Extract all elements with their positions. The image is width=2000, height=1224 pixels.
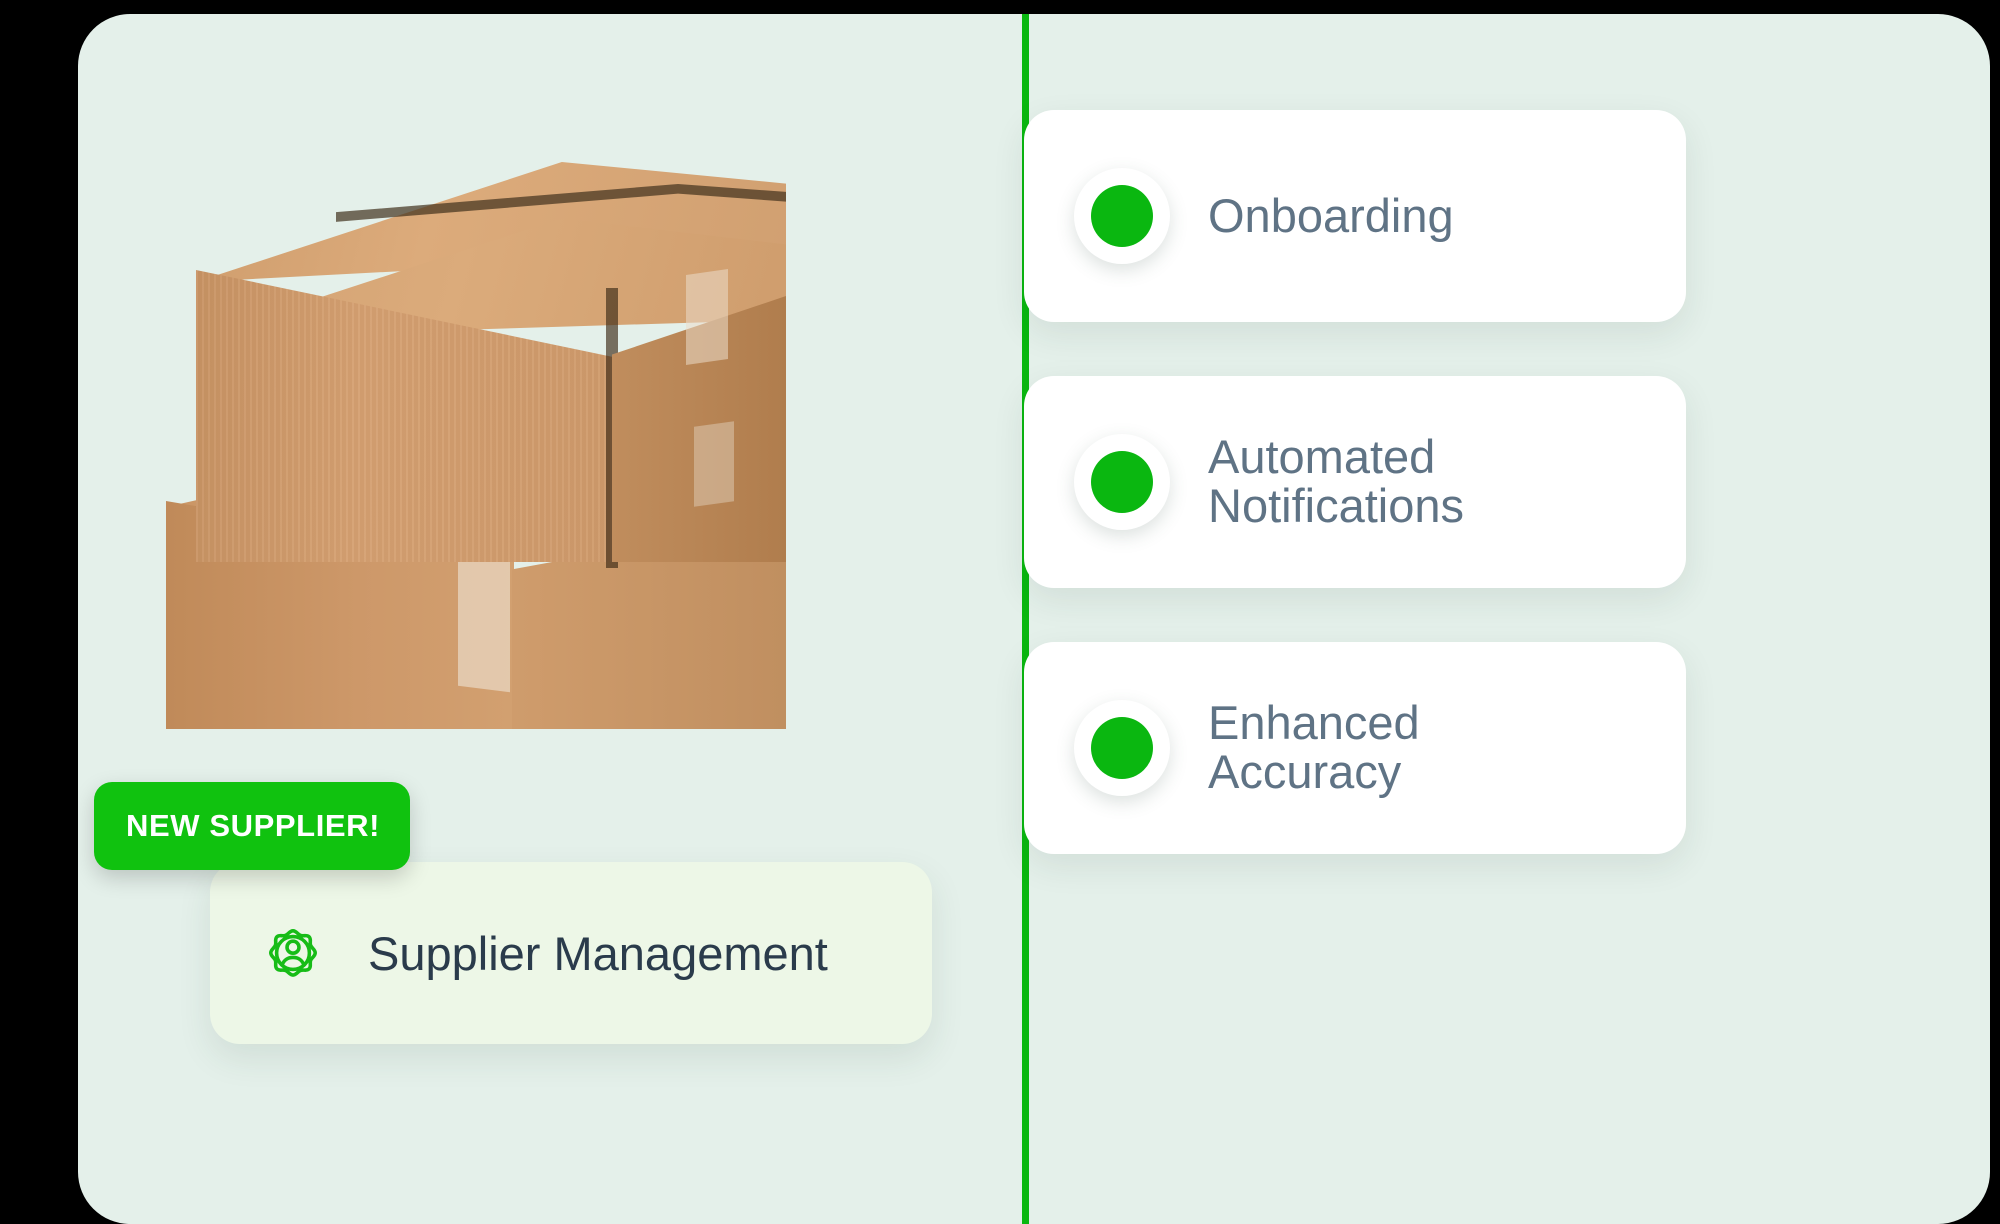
upper-carton bbox=[196, 162, 786, 568]
status-dot-fill bbox=[1091, 451, 1153, 513]
gear-user-icon bbox=[252, 912, 334, 994]
upper-carton-tape-bottom bbox=[694, 421, 734, 507]
timeline-step-label-notifications: Automated Notifications bbox=[1208, 430, 1464, 532]
status-dot-accuracy bbox=[1074, 700, 1170, 796]
timeline-step-onboarding[interactable]: Onboarding bbox=[1024, 110, 1686, 322]
timeline-connector-line bbox=[1022, 14, 1029, 1224]
new-supplier-badge-label: NEW SUPPLIER! bbox=[126, 808, 381, 843]
timeline-step-label-accuracy: Enhanced Accuracy bbox=[1208, 696, 1420, 798]
timeline-step-notifications[interactable]: Automated Notifications bbox=[1024, 376, 1686, 588]
status-dot-fill bbox=[1091, 185, 1153, 247]
supplier-management-label: Supplier Management bbox=[368, 926, 828, 980]
product-photo bbox=[78, 14, 958, 1224]
new-supplier-badge: NEW SUPPLIER! bbox=[94, 782, 411, 870]
timeline-step-label-onboarding: Onboarding bbox=[1208, 188, 1454, 242]
status-dot-notifications bbox=[1074, 434, 1170, 530]
benefits-timeline: Onboarding Automated Notifications Enhan… bbox=[958, 14, 1990, 1224]
status-dot-onboarding bbox=[1074, 168, 1170, 264]
supplier-management-card[interactable]: Supplier Management bbox=[210, 862, 932, 1044]
feature-panel: NEW SUPPLIER! Supplier Management bbox=[78, 14, 1990, 1224]
upper-carton-tape-top bbox=[686, 269, 728, 365]
timeline-step-accuracy[interactable]: Enhanced Accuracy bbox=[1024, 642, 1686, 854]
status-dot-fill bbox=[1091, 717, 1153, 779]
